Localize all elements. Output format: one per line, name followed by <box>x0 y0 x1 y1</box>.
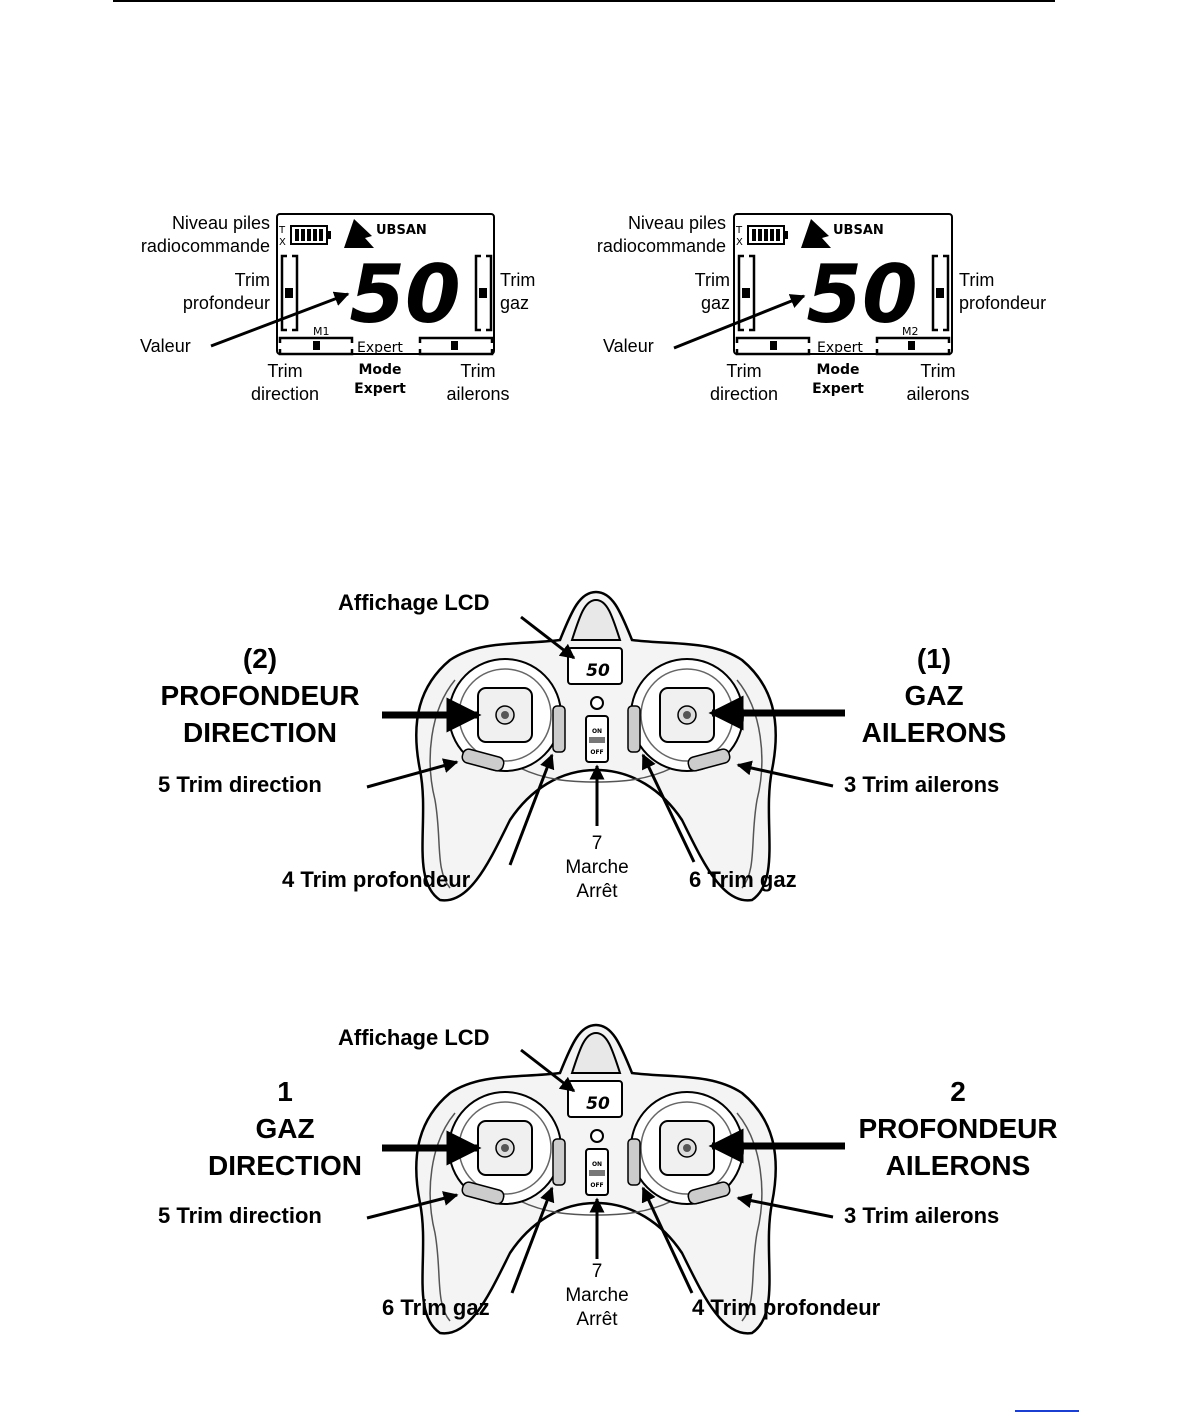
lcd-mode-code: M2 <box>902 325 919 338</box>
svg-text:ON: ON <box>592 1161 602 1168</box>
lcd-tx-x: X <box>736 237 743 248</box>
right-trim-bar <box>931 254 950 332</box>
svg-text:50: 50 <box>586 661 610 681</box>
c2-power-label: 7 Marche Arrêt <box>565 1261 629 1330</box>
lcd-value: 50 <box>806 248 917 341</box>
bottom-left-trim-bar <box>278 336 354 356</box>
device-lcd: 50 <box>567 647 623 685</box>
power-switch: ON OFF <box>585 1148 609 1196</box>
c1-left-stick-label: (2) PROFONDEUR DIRECTION <box>160 643 360 748</box>
panel1-battery-label: Niveau piles radiocommande <box>140 213 270 256</box>
lcd-tx-x: X <box>279 237 286 248</box>
lcd-mode-text: Expert <box>817 340 863 356</box>
trim-buttons <box>461 1138 731 1205</box>
battery-icon <box>290 225 331 245</box>
svg-text:ON: ON <box>592 728 602 735</box>
device-lcd: 50 <box>567 1080 623 1118</box>
c1-trim5-label: 5 Trim direction <box>158 772 322 797</box>
arrow-trim5 <box>366 1191 459 1220</box>
bottom-left-trim-bar <box>735 336 811 356</box>
power-led-icon <box>590 696 604 710</box>
lcd-mode-code: M1 <box>313 325 330 338</box>
left-joystick <box>448 1091 562 1205</box>
bottom-right-trim-bar <box>418 336 494 356</box>
arrow-trim3 <box>736 760 834 788</box>
value-arrow <box>673 294 806 350</box>
c2-left-stick-label: 1 GAZ DIRECTION <box>208 1076 362 1181</box>
panel1-left-trim-label: Trim profondeur <box>182 270 270 313</box>
brand-logo-icon <box>344 219 374 248</box>
arrow-bottom-left <box>508 753 555 866</box>
left-joystick <box>448 658 562 772</box>
panel2-bottom-right-label: Trim ailerons <box>906 361 970 404</box>
arrow-lcd <box>520 1048 576 1093</box>
lcd-mode-text: Expert <box>357 340 403 356</box>
lcd-brand: UBSAN <box>376 223 427 238</box>
c1-power-label: 7 Marche Arrêt <box>565 833 629 902</box>
panel1-value-label: Valeur <box>140 336 191 356</box>
lcd-tx-t: T <box>735 225 743 236</box>
lcd-value: 50 <box>349 248 460 341</box>
panel2-bottom-mid-label: Mode Expert <box>812 362 864 397</box>
lcd-tx-t: T <box>278 225 286 236</box>
panel1-bottom-left-label: Trim direction <box>250 361 320 404</box>
panel2-left-trim-label: Trim gaz <box>694 270 730 313</box>
value-arrow <box>210 291 350 348</box>
left-trim-bar <box>737 254 756 332</box>
c2-trim5-label: 5 Trim direction <box>158 1203 322 1228</box>
panel2-bottom-left-label: Trim direction <box>709 361 779 404</box>
right-trim-bar <box>474 254 493 332</box>
c2-right-stick-label: 2 PROFONDEUR AILERONS <box>858 1076 1058 1181</box>
brand-logo-icon <box>801 219 831 248</box>
c1-trim3-label: 3 Trim ailerons <box>844 772 1000 797</box>
svg-text:50: 50 <box>586 1094 610 1114</box>
c1-right-stick-label: (1) GAZ AILERONS <box>861 643 1007 748</box>
battery-icon <box>747 225 788 245</box>
top-rule <box>113 0 1055 2</box>
svg-text:OFF: OFF <box>590 749 603 756</box>
trim-buttons <box>461 705 731 772</box>
footer-link-underline[interactable] <box>1015 1410 1079 1412</box>
c1-lcd-label: Affichage LCD <box>338 590 490 615</box>
arrow-trim5 <box>366 758 459 789</box>
c2-lcd-label: Affichage LCD <box>338 1025 490 1050</box>
panel2-battery-label: Niveau piles radiocommande <box>596 213 726 256</box>
c1-bottom-left-label: 4 Trim profondeur <box>282 867 471 892</box>
right-joystick <box>630 658 744 772</box>
svg-text:OFF: OFF <box>590 1182 603 1189</box>
left-trim-bar <box>280 254 299 332</box>
arrow-bottom-right <box>641 753 696 863</box>
power-led-icon <box>590 1129 604 1143</box>
power-switch: ON OFF <box>585 715 609 763</box>
arrow-bottom-left <box>510 1186 555 1294</box>
panel1-right-trim-label: Trim gaz <box>500 270 536 313</box>
panel1-bottom-mid-label: Mode Expert <box>354 362 406 397</box>
arrow-bottom-right <box>641 1186 694 1294</box>
panel2-right-trim-label: Trim profondeur <box>959 270 1047 313</box>
c2-trim3-label: 3 Trim ailerons <box>844 1203 1000 1228</box>
arrow-trim3 <box>736 1193 834 1219</box>
panel1-bottom-right-label: Trim ailerons <box>446 361 510 404</box>
bottom-right-trim-bar <box>875 336 951 356</box>
c1-bottom-right-label: 6 Trim gaz <box>689 867 797 892</box>
lcd-brand: UBSAN <box>833 223 884 238</box>
arrow-lcd <box>520 615 576 660</box>
c2-bottom-left-label: 6 Trim gaz <box>382 1295 490 1320</box>
c2-bottom-right-label: 4 Trim profondeur <box>692 1295 881 1320</box>
panel2-value-label: Valeur <box>603 336 654 356</box>
